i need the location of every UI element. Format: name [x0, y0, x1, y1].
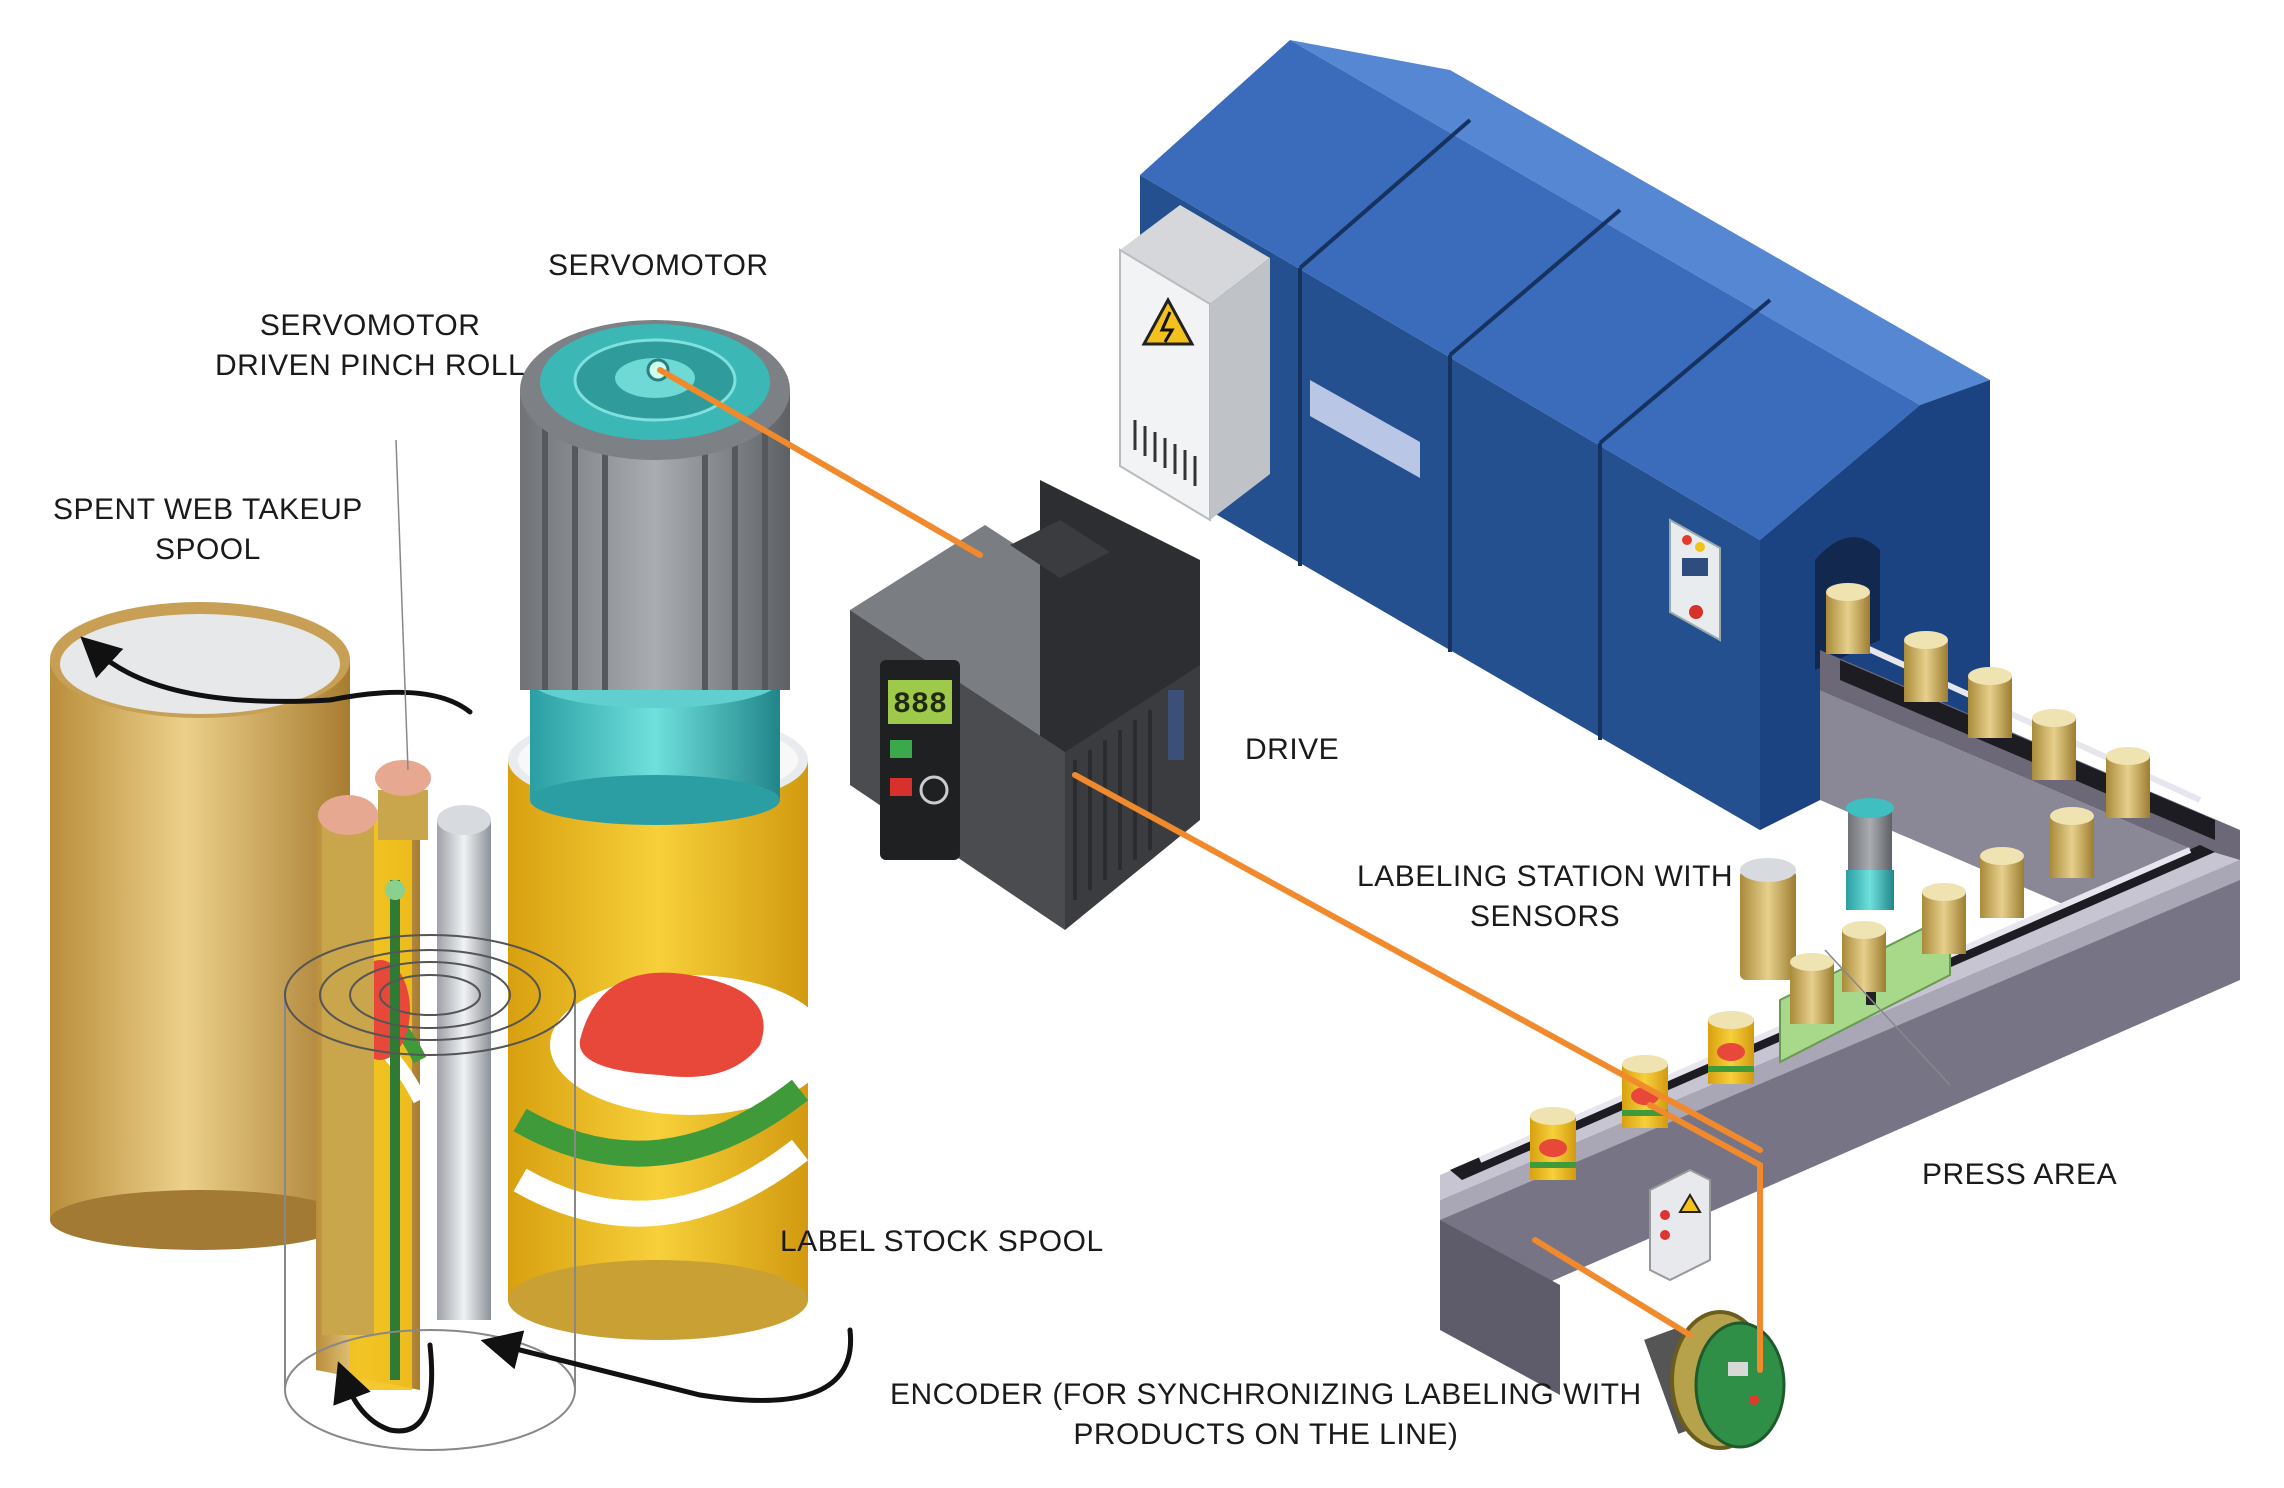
product-can	[1922, 883, 1966, 954]
drive-unit: 888	[850, 480, 1200, 930]
label-encoder: ENCODER (FOR SYNCHRONIZING LABELING WITH…	[890, 1375, 1642, 1455]
high-voltage-icon	[1141, 296, 1195, 346]
label-labeling-line1: LABELING STATION WITH	[1357, 860, 1734, 893]
pinch-roll-assembly	[284, 760, 576, 1451]
product-can	[2050, 807, 2094, 878]
electrical-cabinet	[1119, 205, 1270, 522]
product-can	[1842, 921, 1886, 992]
label-labeling-line2: SENSORS	[1469, 900, 1621, 933]
product-can	[1790, 953, 1834, 1024]
feed-arrow-icon	[480, 1327, 854, 1403]
conveyor-control-box	[1649, 1168, 1711, 1282]
servo-to-drive-line	[657, 367, 983, 558]
label-stock-spool	[508, 712, 830, 1340]
product-can	[1826, 583, 1870, 654]
label-pinch-roll: SERVOMOTOR DRIVEN PINCH ROLL	[215, 306, 525, 386]
label-pinch-roll-line1: SERVOMOTOR	[259, 309, 481, 342]
web-flow-arrows	[80, 636, 854, 1434]
drive-display-digits: 888	[893, 688, 947, 722]
label-servomotor: SERVOMOTOR	[548, 249, 769, 282]
label-stock-spool: LABEL STOCK SPOOL	[780, 1225, 1104, 1258]
conveyor-to-encoder-line	[1532, 1237, 1693, 1338]
product-can	[2032, 709, 2076, 780]
label-takeup-line1: SPENT WEB TAKEUP	[53, 493, 363, 526]
labeled-can	[1708, 1011, 1754, 1084]
web-arrow-icon	[333, 1342, 435, 1434]
takeup-arrow-icon	[80, 636, 473, 715]
label-takeup-line2: SPOOL	[154, 533, 261, 566]
label-press-area: PRESS AREA	[1922, 1158, 2118, 1191]
labeled-can	[1530, 1107, 1576, 1180]
leader-lines	[395, 439, 1951, 1086]
label-drive: DRIVE	[1245, 733, 1340, 766]
tunnel-control-panel	[1669, 518, 1721, 642]
encoder	[1644, 1310, 1786, 1450]
labeled-can	[1622, 1055, 1668, 1128]
label-encoder-line2: PRODUCTS ON THE LINE)	[1073, 1418, 1459, 1451]
product-can	[1980, 847, 2024, 918]
drive-to-station-line	[1072, 772, 1763, 1153]
drive-dial-icon	[919, 775, 949, 805]
label-takeup-spool: SPENT WEB TAKEUP SPOOL	[53, 490, 363, 570]
conveyor	[1440, 583, 2240, 1450]
servomotor	[520, 320, 790, 825]
label-pinch-roll-line2: DRIVEN PINCH ROLL	[215, 349, 526, 382]
takeup-spool	[50, 602, 350, 1250]
product-can	[1968, 667, 2012, 738]
product-can	[1904, 631, 1948, 702]
label-encoder-line1: ENCODER (FOR SYNCHRONIZING LABELING WITH	[890, 1378, 1642, 1411]
label-labeling-station: LABELING STATION WITH SENSORS	[1357, 857, 1733, 937]
signal-lines	[657, 367, 1763, 1373]
product-can	[2106, 747, 2150, 818]
station-to-encoder-line	[1647, 1102, 1763, 1373]
can-group	[1530, 583, 2150, 1180]
